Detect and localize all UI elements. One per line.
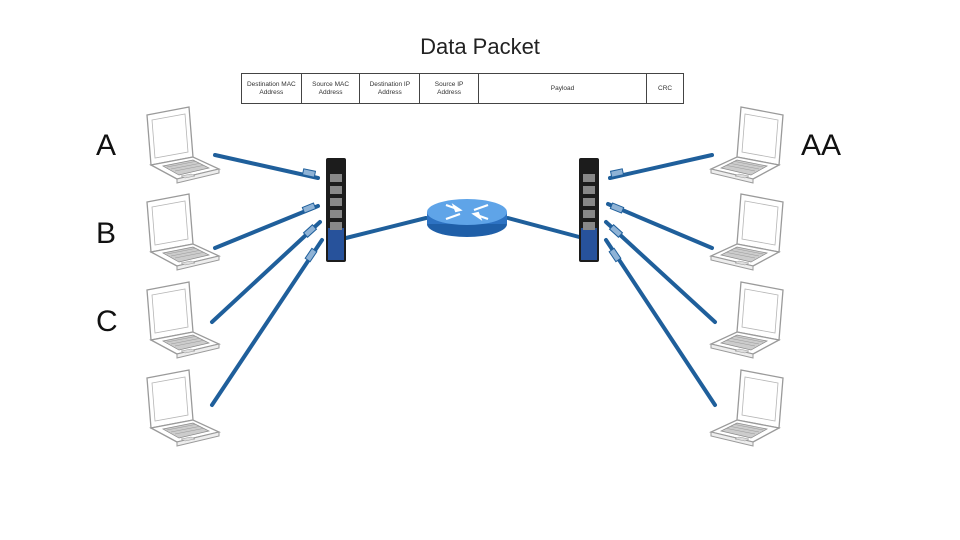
laptop-icon — [710, 193, 784, 271]
laptop-icon — [710, 106, 784, 184]
cable-connector — [608, 247, 622, 263]
laptop-icon — [710, 369, 784, 447]
cable-connector — [304, 247, 318, 263]
cable-connector — [301, 168, 317, 178]
host-label-b: B — [96, 217, 117, 250]
network-switch-icon — [326, 158, 346, 262]
laptop-icon — [146, 369, 220, 447]
network-switch-icon — [579, 158, 599, 262]
ethernet-cable — [606, 202, 714, 250]
ethernet-cable — [604, 238, 717, 407]
router-icon — [427, 199, 507, 237]
laptop-icon — [146, 106, 220, 184]
laptop-icon — [710, 281, 784, 359]
host-label-a: A — [96, 129, 117, 162]
ethernet-cable — [344, 216, 428, 240]
packet-field-crc: CRC — [658, 84, 673, 92]
packet-field-payload: Payload — [479, 74, 648, 103]
host-label-aa: AA — [801, 129, 842, 162]
laptop-icon — [146, 281, 220, 359]
cable-connector — [608, 224, 624, 238]
cable-connector — [609, 168, 625, 178]
ethernet-cable — [213, 153, 320, 180]
ethernet-cable — [210, 220, 322, 324]
diagram-title: Data Packet — [420, 34, 540, 59]
ethernet-cable — [608, 153, 714, 180]
laptop-icon — [146, 193, 220, 271]
ethernet-cable — [210, 238, 324, 407]
ethernet-cables — [210, 153, 717, 407]
ethernet-cable — [506, 216, 585, 240]
cable-connector — [609, 202, 625, 214]
cable-connector — [301, 202, 317, 214]
cable-connector — [302, 224, 318, 238]
ethernet-cable — [213, 204, 320, 250]
host-label-c: C — [96, 305, 118, 338]
ethernet-cable — [604, 220, 717, 324]
